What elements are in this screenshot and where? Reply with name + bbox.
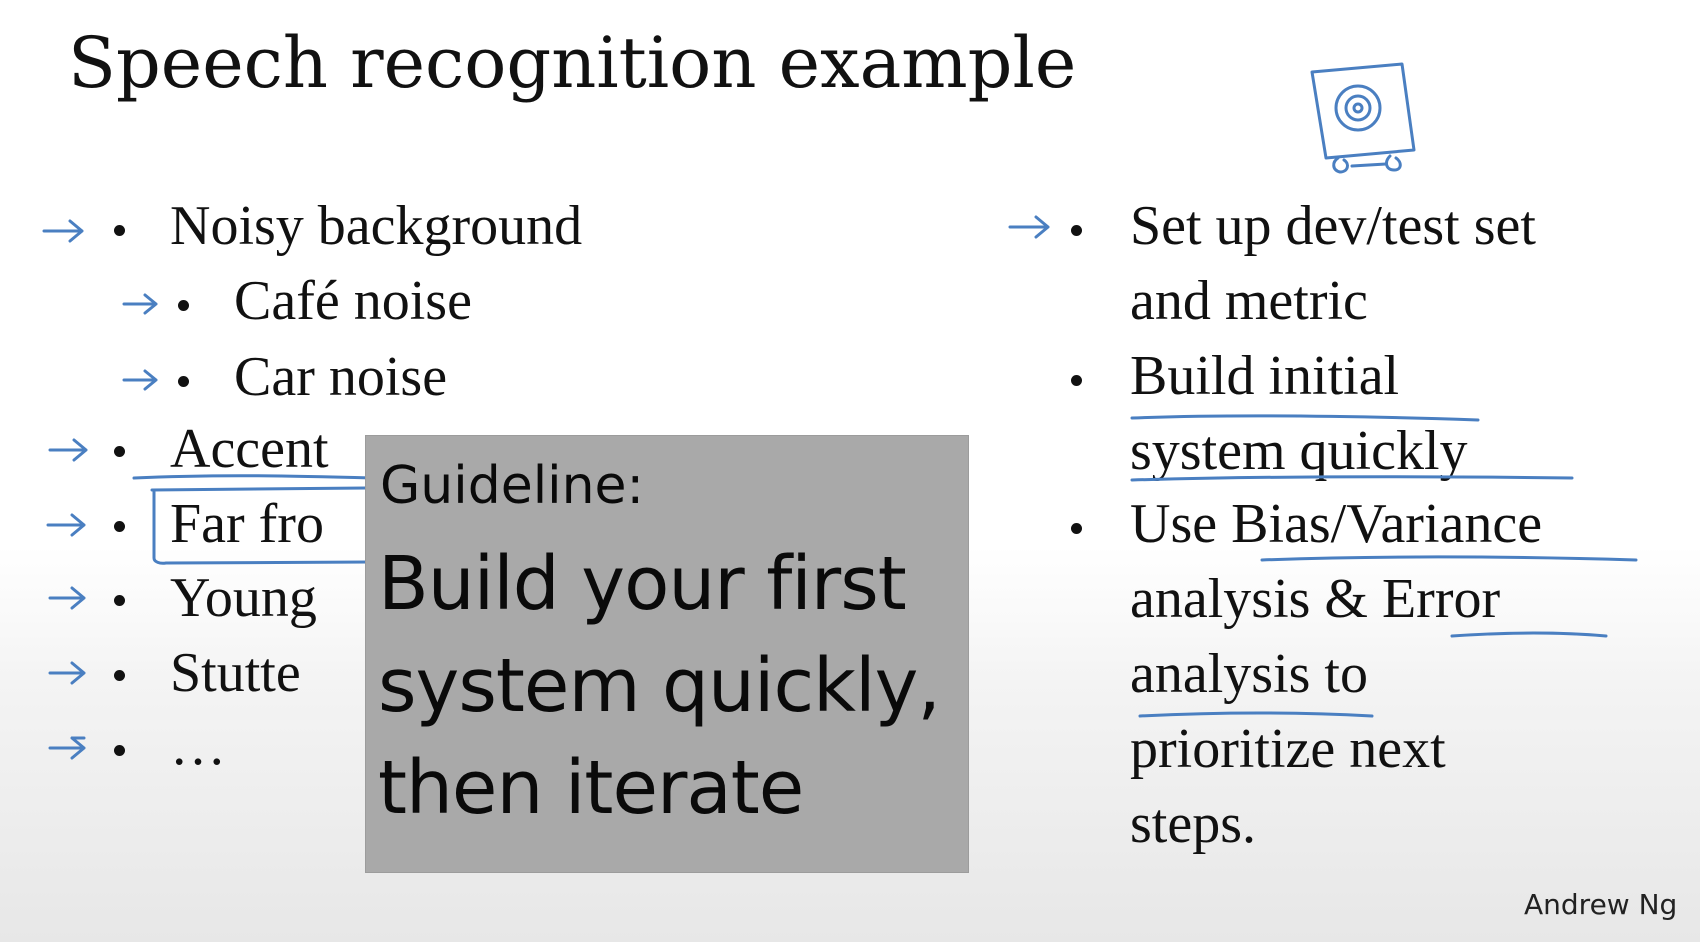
arrow-annotation-icon [46,513,86,537]
guideline-line-2: system quickly, [378,643,941,729]
arrow-annotation-icon [122,293,158,315]
bullet [114,595,125,606]
guideline-line-1: Build your first [378,541,907,627]
guideline-overlay: Guideline: Build your first system quick… [366,436,968,872]
list-item-setup-dev-test: Set up dev/test set [1130,195,1536,257]
list-item-accent: Accent [170,418,329,480]
arrow-annotation-icon [48,438,88,462]
analysis-underline [1138,711,1374,718]
list-item-bias-variance: Use Bias/Variance [1130,493,1543,555]
arrow-annotation-icon [48,661,86,685]
list-item-system-quickly: system quickly [1130,420,1468,482]
error-underline [1450,631,1608,638]
bullet [178,376,189,387]
bullet [1071,225,1082,236]
list-item-build-initial: Build initial [1130,345,1400,407]
list-item-cafe-noise: Café noise [234,270,472,332]
list-item-noisy-background: Noisy background [170,195,583,257]
author-signature: Andrew Ng [1524,888,1678,921]
list-item-young: Young [170,567,317,629]
arrow-annotation-icon [42,219,84,243]
arrow-annotation-icon [48,736,86,760]
bullet [114,670,125,681]
guideline-line-3: then iterate [378,745,804,831]
bullet [114,745,125,756]
bullet [114,225,125,236]
list-item-ellipsis: … [170,715,226,777]
bullet [178,300,189,311]
list-item-steps: steps. [1130,793,1256,855]
list-item-far-from: Far fro [170,493,324,555]
bullet [114,521,125,532]
arrow-annotation-icon [122,369,158,391]
arrow-annotation-icon [1008,215,1050,239]
arrow-annotation-icon [48,586,86,610]
list-item-car-noise: Car noise [234,346,448,408]
list-item-analysis-to: analysis to [1130,643,1368,705]
list-item-error-analysis: analysis & Error [1130,568,1501,630]
bullet [1071,523,1082,534]
guideline-label: Guideline: [380,456,645,516]
list-item-and-metric: and metric [1130,270,1368,332]
slide-title: Speech recognition example [68,22,1077,104]
speaker-sketch-icon [1310,62,1416,174]
list-item-stutter: Stutte [170,642,301,704]
bullet [1071,375,1082,386]
bullet [114,446,125,457]
list-item-prioritize-next: prioritize next [1130,718,1446,780]
bias-variance-underline [1260,555,1638,562]
